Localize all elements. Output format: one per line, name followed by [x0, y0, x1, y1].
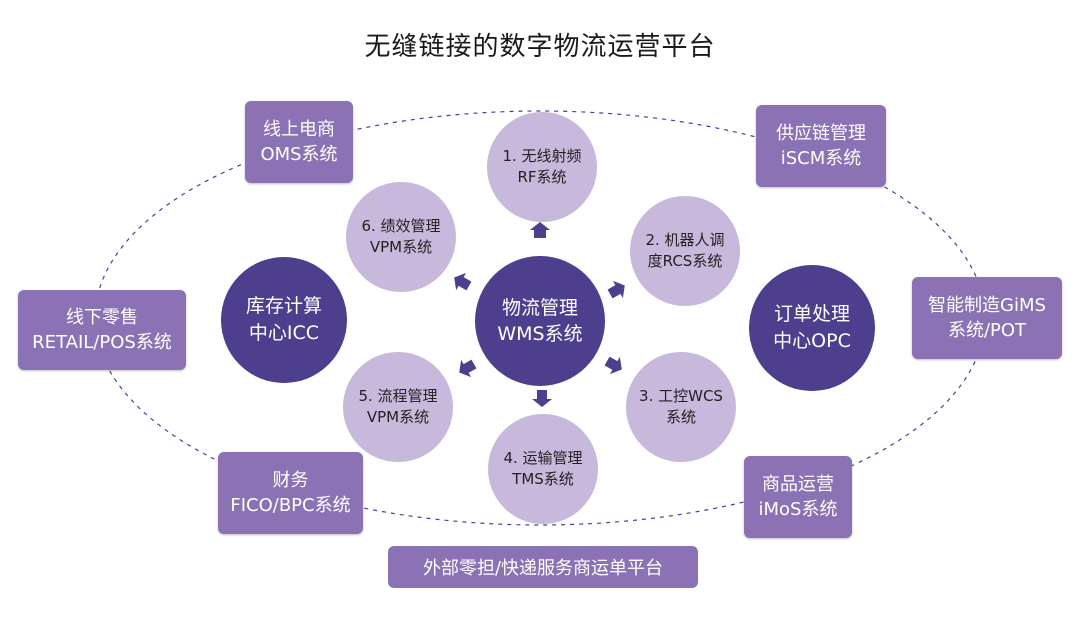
box-scm: 供应链管理 iSCM系统	[756, 105, 886, 187]
arrow-up-icon	[530, 222, 550, 238]
box-mes-line2: 系统/POT	[947, 320, 1027, 341]
box-imos-line1: 商品运营	[762, 474, 834, 495]
satellite-rcs-line1: 2. 机器人调	[645, 231, 725, 249]
satellite-rcs: 2. 机器人调 度RCS系统	[630, 196, 740, 306]
satellite-vpm-performance: 6. 绩效管理 VPM系统	[346, 182, 456, 292]
box-fico-line1: 财务	[272, 470, 309, 491]
satellite-wcs-line1: 3. 工控WCS	[639, 387, 723, 405]
box-fico: 财务 FICO/BPC系统	[218, 452, 363, 534]
arrow-upleft-icon	[454, 272, 472, 291]
satellite-rf: 1. 无线射频 RF系统	[487, 112, 597, 222]
satellite-rf-line1: 1. 无线射频	[502, 147, 582, 165]
arrow-downright-icon	[604, 356, 622, 375]
satellite-rcs-line2: 度RCS系统	[647, 252, 723, 270]
satellite-tms: 4. 运输管理 TMS系统	[488, 414, 598, 524]
box-oms-line1: 线上电商	[263, 119, 335, 140]
arrow-down-icon	[532, 390, 552, 407]
circle-opc-line2: 中心OPC	[773, 330, 851, 352]
box-oms-line2: OMS系统	[260, 144, 338, 165]
circle-icc-line1: 库存计算	[245, 295, 322, 317]
box-oms: 线上电商 OMS系统	[245, 101, 353, 183]
arrow-upright-icon	[607, 280, 625, 299]
box-scm-line1: 供应链管理	[776, 123, 866, 144]
box-retail-line2: RETAIL/POS系统	[32, 332, 172, 353]
satellite-rf-line2: RF系统	[517, 168, 567, 186]
satellite-vpm-performance-line1: 6. 绩效管理	[361, 217, 441, 235]
hub-line1: 物流管理	[501, 297, 578, 319]
satellite-vpm-performance-line2: VPM系统	[369, 238, 433, 256]
satellite-tms-line1: 4. 运输管理	[503, 449, 583, 467]
arrow-downleft-icon	[459, 359, 477, 378]
circle-icc-line2: 中心ICC	[248, 322, 320, 344]
satellite-wcs: 3. 工控WCS 系统	[626, 352, 736, 462]
bottom-bar-carrier-platform: 外部零担/快递服务商运单平台	[388, 546, 698, 588]
satellite-vpm-process-line2: VPM系统	[366, 408, 430, 426]
satellite-tms-line2: TMS系统	[512, 470, 574, 488]
box-fico-line2: FICO/BPC系统	[230, 495, 351, 516]
box-mes: 智能制造GiMS 系统/POT	[912, 277, 1062, 359]
box-imos-line2: iMoS系统	[758, 499, 838, 520]
box-imos: 商品运营 iMoS系统	[744, 456, 852, 538]
circle-wms-hub: 物流管理 WMS系统	[475, 256, 605, 386]
satellite-wcs-line2: 系统	[665, 408, 696, 426]
satellite-vpm-process-line1: 5. 流程管理	[358, 387, 438, 405]
box-retail: 线下零售 RETAIL/POS系统	[18, 290, 186, 370]
circle-opc: 订单处理 中心OPC	[749, 265, 875, 391]
circle-icc: 库存计算 中心ICC	[221, 257, 347, 383]
circle-opc-line1: 订单处理	[773, 303, 850, 325]
box-retail-line1: 线下零售	[66, 307, 138, 328]
box-mes-line1: 智能制造GiMS	[928, 295, 1046, 316]
page-title: 无缝链接的数字物流运营平台	[364, 32, 716, 62]
box-scm-line2: iSCM系统	[780, 148, 862, 169]
satellite-vpm-process: 5. 流程管理 VPM系统	[343, 352, 453, 462]
hub-line2: WMS系统	[497, 323, 583, 345]
